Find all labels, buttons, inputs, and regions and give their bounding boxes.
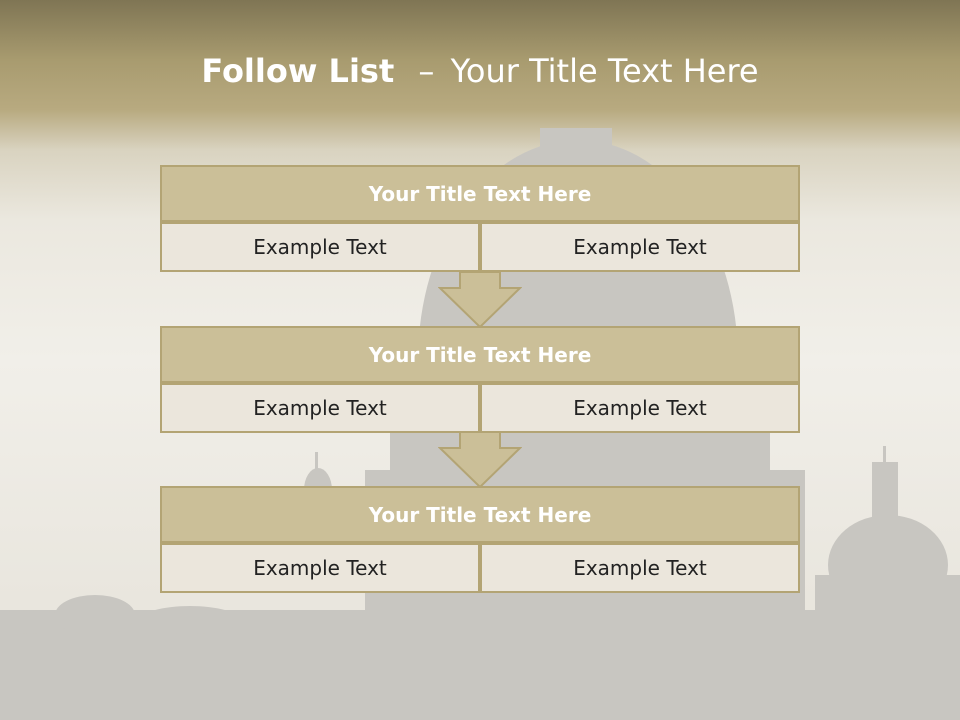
block-cell-left: Example Text bbox=[160, 222, 480, 272]
block-title: Your Title Text Here bbox=[160, 165, 800, 222]
slide-title-rest: Your Title Text Here bbox=[450, 52, 759, 90]
block-cell-right: Example Text bbox=[480, 383, 800, 433]
slide-title-bold: Follow List bbox=[201, 52, 395, 90]
slide-title: Follow List – Your Title Text Here bbox=[0, 52, 960, 90]
down-arrow-icon bbox=[438, 431, 522, 489]
down-arrow-icon bbox=[438, 271, 522, 329]
list-block-3: Your Title Text Here Example Text Exampl… bbox=[160, 486, 800, 593]
block-title: Your Title Text Here bbox=[160, 326, 800, 383]
block-cell-right: Example Text bbox=[480, 222, 800, 272]
block-cell-right: Example Text bbox=[480, 543, 800, 593]
block-cell-left: Example Text bbox=[160, 383, 480, 433]
list-block-2: Your Title Text Here Example Text Exampl… bbox=[160, 326, 800, 433]
list-block-1: Your Title Text Here Example Text Exampl… bbox=[160, 165, 800, 272]
block-title: Your Title Text Here bbox=[160, 486, 800, 543]
block-cell-left: Example Text bbox=[160, 543, 480, 593]
slide-title-dash: – bbox=[418, 52, 435, 90]
